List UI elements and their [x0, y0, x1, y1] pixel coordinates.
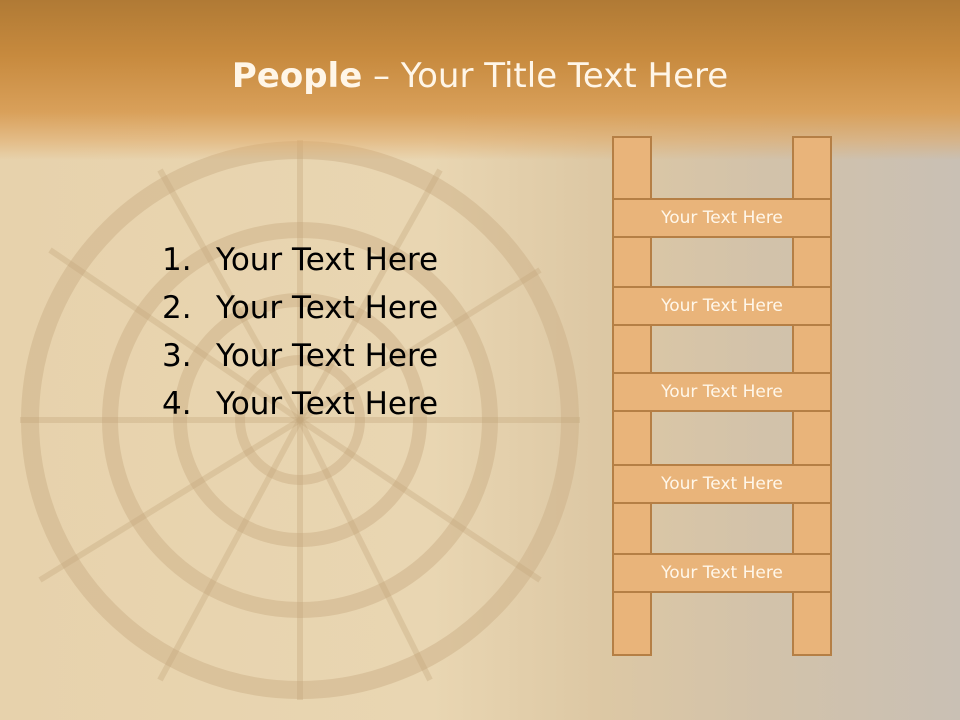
list-number: 3. [162, 338, 192, 374]
list-item: 2. Your Text Here [162, 284, 438, 332]
list-number: 1. [162, 242, 192, 278]
list-item: 3. Your Text Here [162, 332, 438, 380]
ladder-step: Your Text Here [612, 372, 832, 412]
ladder-step: Your Text Here [612, 553, 832, 593]
list-item: 1. Your Text Here [162, 236, 438, 284]
title-bar [0, 0, 960, 160]
list-text: Your Text Here [216, 290, 439, 326]
list-number: 2. [162, 290, 192, 326]
slide-title: People – Your Title Text Here [0, 54, 960, 98]
ladder-step: Your Text Here [612, 464, 832, 504]
title-bold: People [231, 56, 363, 96]
list-text: Your Text Here [216, 242, 439, 278]
list-text: Your Text Here [216, 338, 439, 374]
list-number: 4. [162, 386, 192, 422]
list-text: Your Text Here [216, 386, 439, 422]
list-item: 4. Your Text Here [162, 380, 438, 428]
numbered-list: 1. Your Text Here 2. Your Text Here 3. Y… [162, 236, 438, 428]
ladder-step: Your Text Here [612, 286, 832, 326]
title-text: – Your Title Text Here [362, 56, 729, 96]
ladder-step: Your Text Here [612, 198, 832, 238]
